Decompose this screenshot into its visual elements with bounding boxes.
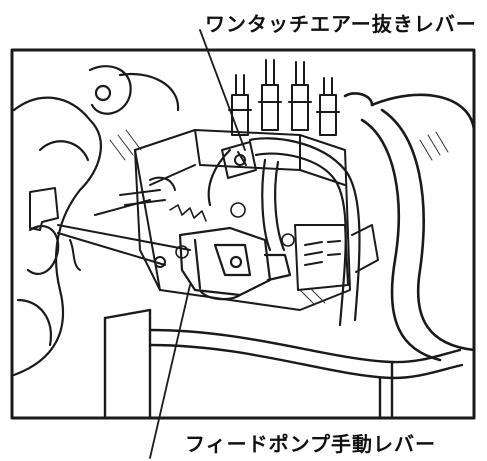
feed-pump: [178, 226, 292, 301]
governor-housing: [294, 224, 379, 291]
feed-pump-leader-line: [149, 284, 191, 459]
delivery-valves: [228, 59, 340, 136]
shading: [109, 129, 449, 306]
feed-pump-manual-lever-label: フィードポンプ手動レバー: [185, 432, 436, 456]
injection-pump-body: [134, 129, 351, 311]
illustration-frame: [10, 48, 476, 420]
bottom-frame-rail: [103, 308, 464, 420]
spring-and-bolts: [169, 202, 295, 259]
air-bleed-lever: [221, 141, 257, 179]
linkage-rod: [29, 176, 191, 271]
engine-block: [12, 65, 180, 377]
large-curved-pipe: [343, 92, 476, 362]
fuel-pipes: [207, 137, 361, 327]
air-bleed-lever-label: ワンタッチエアー抜きレバー: [205, 12, 477, 36]
air-bleed-leader-line: [199, 29, 246, 151]
